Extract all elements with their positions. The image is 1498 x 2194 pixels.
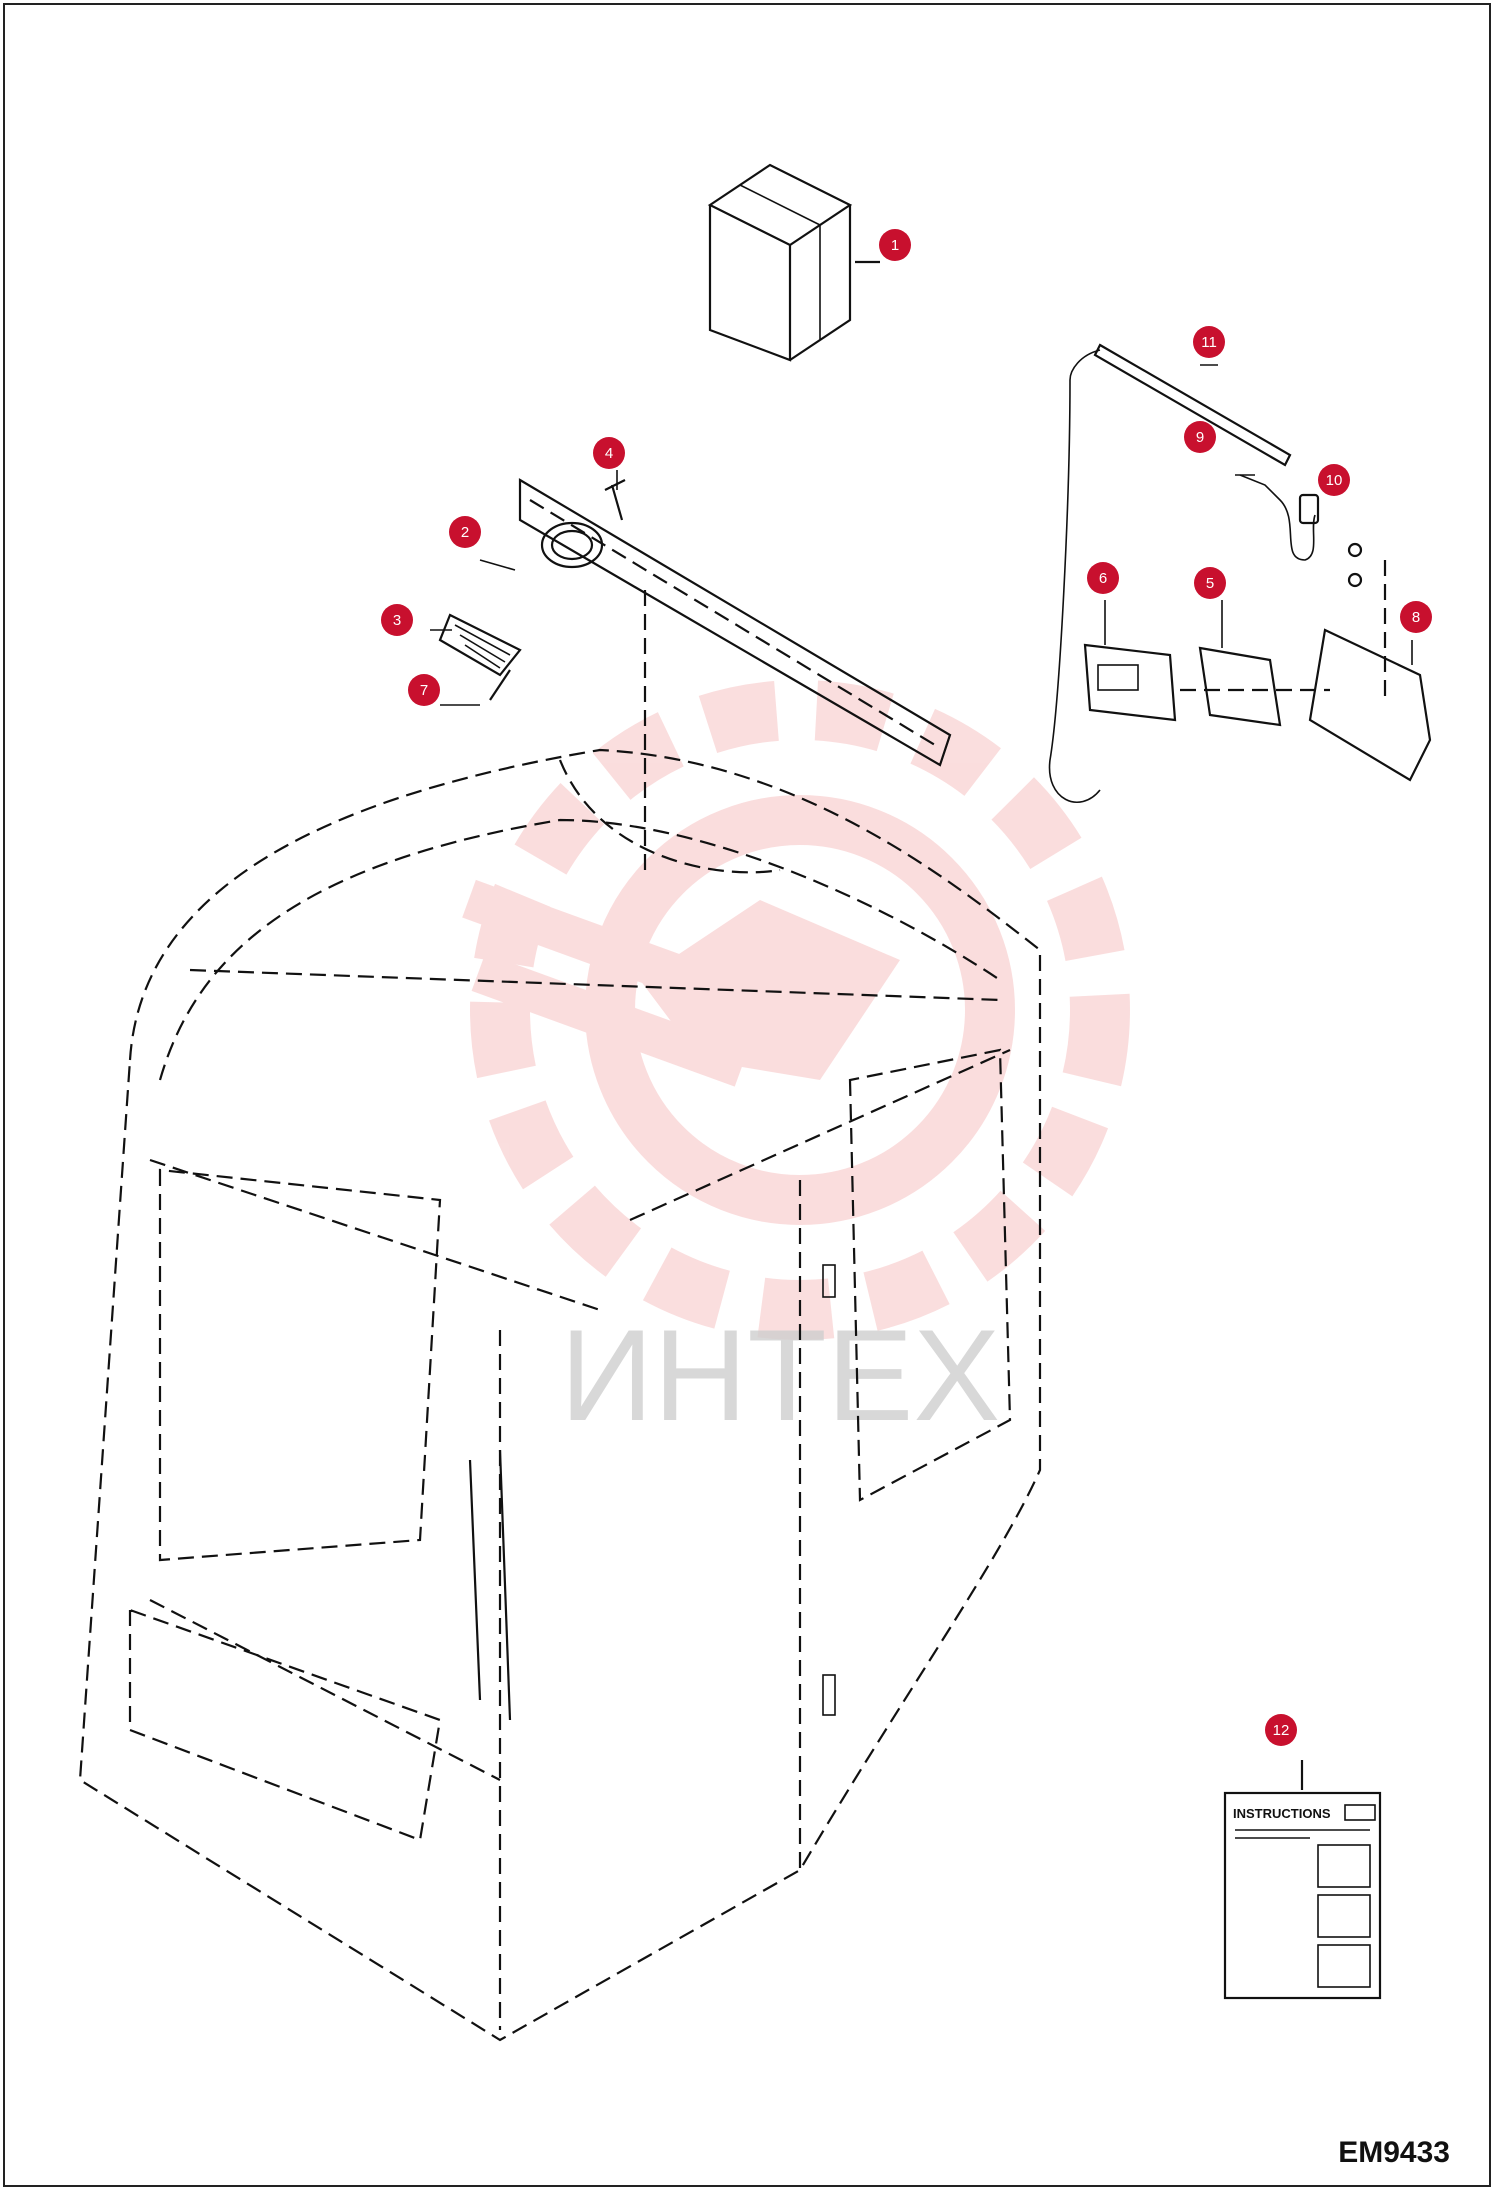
watermark-logo xyxy=(462,680,1130,1340)
callout-11: 11 xyxy=(1193,326,1225,358)
callout-10: 10 xyxy=(1318,464,1350,496)
radio-assembly xyxy=(1048,343,1432,803)
callout-9: 9 xyxy=(1184,421,1216,453)
drawing-frame xyxy=(3,3,1491,2187)
callout-3-marker xyxy=(381,604,413,636)
callout-10-label: 10 xyxy=(1326,472,1343,489)
callout-1: 1 xyxy=(879,229,911,261)
cab-outline xyxy=(78,748,1042,2042)
callout-4-label: 4 xyxy=(605,445,613,462)
callout-8: 8 xyxy=(1400,601,1432,633)
callout-6-marker xyxy=(1087,562,1119,594)
callout-7-marker xyxy=(408,674,440,706)
instructions-document: INSTRUCTIONS xyxy=(1223,1760,1382,2000)
callout-4-marker xyxy=(593,437,625,469)
watermark-text: ИНТЕХ xyxy=(560,1302,1000,1448)
callout-12: 12 xyxy=(1265,1714,1297,1746)
callout-10-marker xyxy=(1318,464,1350,496)
callout-8-marker xyxy=(1400,601,1432,633)
callout-12-label: 12 xyxy=(1273,1722,1290,1739)
part-box xyxy=(707,163,880,362)
callout-3: 3 xyxy=(381,604,413,636)
callout-1-marker xyxy=(879,229,911,261)
callout-2-label: 2 xyxy=(461,524,469,541)
drawing-code: EM9433 xyxy=(1338,2136,1450,2169)
callout-3-label: 3 xyxy=(393,612,401,629)
callout-7-label: 7 xyxy=(420,682,428,699)
callout-11-label: 11 xyxy=(1201,334,1217,351)
callout-8-label: 8 xyxy=(1412,609,1420,626)
callout-6-label: 6 xyxy=(1099,570,1107,587)
callout-7: 7 xyxy=(408,674,440,706)
callout-11-marker xyxy=(1193,326,1225,358)
callout-2-marker xyxy=(449,516,481,548)
callout-6: 6 xyxy=(1087,562,1119,594)
callout-5-marker xyxy=(1194,567,1226,599)
callout-1-label: 1 xyxy=(891,237,899,254)
callout-9-marker xyxy=(1184,421,1216,453)
callout-9-label: 9 xyxy=(1196,429,1204,446)
callout-5: 5 xyxy=(1194,567,1226,599)
speaker-bracket xyxy=(438,478,952,870)
callout-4: 4 xyxy=(593,437,625,469)
instructions-label: INSTRUCTIONS xyxy=(1233,1806,1331,1821)
leader-lines xyxy=(430,364,1413,706)
callout-12-marker xyxy=(1265,1714,1297,1746)
callout-5-label: 5 xyxy=(1206,575,1214,592)
callout-2: 2 xyxy=(449,516,481,548)
